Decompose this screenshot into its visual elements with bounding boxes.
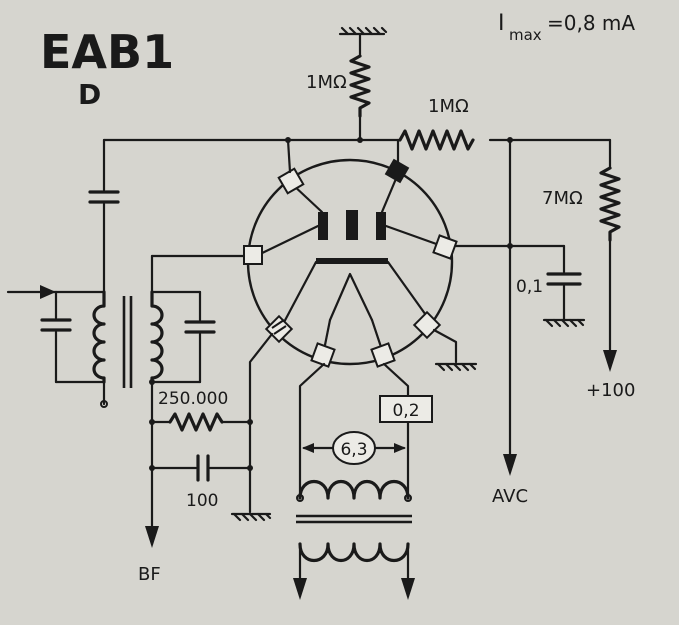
arrow-down-icon [603, 350, 617, 372]
cathode [316, 258, 388, 264]
heater-secondary-coil [298, 480, 410, 500]
svg-text:=0,8 mA: =0,8 mA [547, 11, 635, 35]
pin-6 [412, 310, 442, 340]
secondary-coil [150, 290, 164, 384]
arrow-down-icon [503, 454, 517, 476]
pin-2 [384, 158, 410, 184]
arrow-right-icon [394, 443, 406, 453]
ground-load-icon [230, 512, 272, 522]
capacitor-load-label: 100 [186, 491, 218, 511]
resistor-load [168, 412, 224, 432]
arrow-down-icon [401, 578, 415, 600]
junction [149, 419, 155, 425]
junction [357, 137, 363, 143]
pin-8 [370, 342, 396, 368]
heater-wire-left [298, 362, 326, 498]
resistor-right [599, 166, 621, 242]
imax-label: I max =0,8 mA [498, 11, 635, 44]
diode-anode-2 [346, 210, 358, 240]
wire [386, 260, 430, 320]
wire [322, 318, 332, 352]
wire [248, 332, 274, 514]
ground-cap-icon [542, 318, 586, 328]
resistor-top-label: 1MΩ [306, 72, 347, 93]
wire [286, 138, 292, 174]
svg-text:max: max [509, 26, 542, 44]
resistor-load-label: 250.000 [158, 389, 228, 409]
junction [247, 419, 253, 425]
filament [328, 272, 374, 322]
junction [285, 137, 291, 143]
primary-coil [92, 290, 106, 384]
heater-current-label: 0,2 [392, 401, 419, 421]
wire [432, 328, 458, 364]
wire [370, 318, 384, 352]
capacitor-right-label: 0,1 [516, 277, 543, 297]
wire [280, 260, 318, 328]
tube-variant: D [78, 78, 101, 111]
pin-1 [277, 167, 305, 195]
wire [254, 224, 320, 258]
heater-voltage-label: 6,3 [340, 440, 367, 460]
terminal [100, 400, 108, 408]
junction [507, 243, 513, 249]
heater-primary-coil [298, 542, 410, 562]
junction [149, 465, 155, 471]
output-label: BF [138, 564, 161, 585]
heater-current-box [379, 395, 433, 423]
pin-4 [432, 234, 458, 260]
pin-3 [243, 245, 263, 265]
arrow-right-icon [40, 285, 56, 299]
resistor-series [398, 129, 475, 151]
supply-label: +100 [586, 380, 635, 401]
pin-5 [264, 314, 294, 344]
heater-voltage-circle [332, 431, 376, 465]
ground-top [338, 26, 388, 36]
diode-anode-1 [318, 212, 328, 240]
ground-right-icon [434, 362, 478, 372]
resistor-right-label: 7MΩ [542, 188, 583, 209]
arrow-down-icon [293, 578, 307, 600]
resistor-series-label: 1MΩ [428, 96, 469, 117]
arrow-down-icon [145, 526, 159, 548]
diode-anode-3 [376, 212, 386, 240]
wire [384, 224, 444, 248]
arrow-left-icon [302, 443, 314, 453]
avc-label: AVC [492, 486, 528, 507]
pin-5-hatch [271, 319, 287, 335]
tube-name: EAB1 [40, 25, 174, 79]
resistor-top [349, 54, 371, 118]
svg-text:I: I [498, 11, 505, 36]
pin-7 [310, 342, 336, 368]
heater-wire-right [382, 362, 410, 498]
junction [247, 465, 253, 471]
